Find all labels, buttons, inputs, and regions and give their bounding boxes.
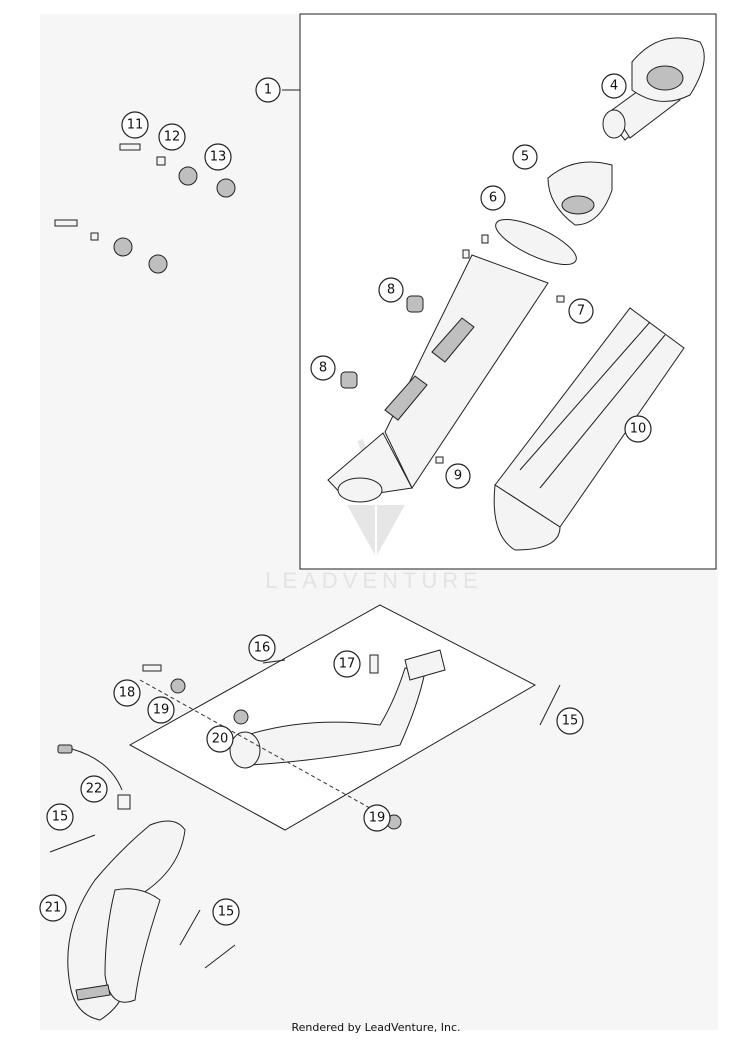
svg-text:21: 21 xyxy=(45,901,62,916)
callout-18: 18 xyxy=(113,679,141,707)
svg-text:19: 19 xyxy=(153,703,170,718)
inner-cap-part xyxy=(547,161,613,226)
leader-lines xyxy=(262,89,300,664)
callout-8-lower: 8 xyxy=(310,355,336,381)
callout-15-bottom: 15 xyxy=(212,898,240,926)
spring-parts xyxy=(49,684,561,969)
svg-text:13: 13 xyxy=(210,150,227,165)
callout-1: 1 xyxy=(255,77,281,103)
svg-text:8: 8 xyxy=(387,283,395,298)
muffler-cover-part xyxy=(493,307,685,551)
callout-19-right: 19 xyxy=(363,804,391,832)
oxygen-sensor-part xyxy=(57,744,131,810)
svg-text:15: 15 xyxy=(562,714,579,729)
svg-text:8: 8 xyxy=(319,361,327,376)
svg-text:19: 19 xyxy=(369,811,386,826)
footer-credit: Rendered by LeadVenture, Inc. xyxy=(291,1021,460,1034)
callout-9: 9 xyxy=(445,463,471,489)
callout-8-upper: 8 xyxy=(378,277,404,303)
svg-text:6: 6 xyxy=(489,191,497,206)
svg-text:16: 16 xyxy=(254,641,271,656)
svg-text:20: 20 xyxy=(212,732,229,747)
callout-16: 16 xyxy=(248,634,276,662)
callout-20: 20 xyxy=(206,725,234,753)
end-cap-part xyxy=(602,37,705,141)
callout-6: 6 xyxy=(480,185,506,211)
callout-5: 5 xyxy=(512,144,538,170)
callout-21: 21 xyxy=(39,894,67,922)
gasket-ring-part xyxy=(495,218,577,266)
svg-text:12: 12 xyxy=(164,130,181,145)
svg-text:9: 9 xyxy=(454,469,462,484)
svg-text:10: 10 xyxy=(630,422,647,437)
svg-text:17: 17 xyxy=(339,657,356,672)
callout-13: 13 xyxy=(204,143,232,171)
svg-text:18: 18 xyxy=(119,686,136,701)
svg-text:22: 22 xyxy=(86,782,103,797)
screw-parts xyxy=(435,234,565,464)
header-pipe-part xyxy=(67,820,186,1021)
callout-4: 4 xyxy=(601,73,627,99)
svg-text:11: 11 xyxy=(127,118,144,133)
mounting-hardware-top xyxy=(54,143,236,274)
callout-10: 10 xyxy=(624,415,652,443)
callout-19-left: 19 xyxy=(147,696,175,724)
callout-12: 12 xyxy=(158,123,186,151)
svg-text:5: 5 xyxy=(521,150,529,165)
svg-text:7: 7 xyxy=(577,304,585,319)
svg-text:15: 15 xyxy=(52,810,69,825)
svg-text:15: 15 xyxy=(218,905,235,920)
callout-15-left: 15 xyxy=(46,803,74,831)
callout-17: 17 xyxy=(333,650,361,678)
mid-pipe-part xyxy=(229,649,446,769)
callout-11: 11 xyxy=(121,111,149,139)
muffler-body-part xyxy=(327,254,549,503)
callout-7: 7 xyxy=(568,298,594,324)
svg-text:1: 1 xyxy=(264,83,272,98)
callout-22: 22 xyxy=(80,775,108,803)
rubber-mount-parts xyxy=(340,295,424,389)
callout-15-right: 15 xyxy=(556,707,584,735)
svg-text:4: 4 xyxy=(610,79,618,94)
watermark-text: LEADVENTURE xyxy=(265,568,483,593)
